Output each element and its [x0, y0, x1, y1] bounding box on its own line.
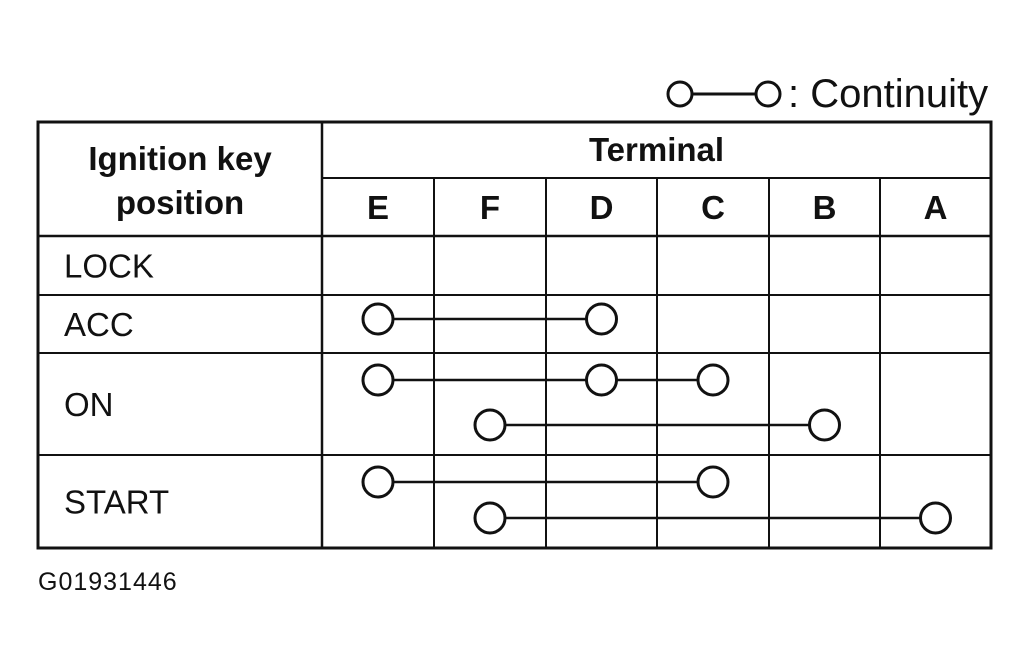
row-label-lock: LOCK — [64, 248, 154, 285]
table-border — [36, 120, 993, 550]
terminal-f-label: F — [480, 189, 500, 226]
legend-label: : Continuity — [788, 71, 989, 116]
row-header-line-2: position — [116, 184, 244, 221]
continuity-node-on-f — [473, 408, 507, 442]
figure-id: G01931446 — [38, 568, 178, 596]
row-label-acc: ACC — [64, 306, 134, 343]
continuity-node-on-b — [808, 408, 841, 442]
row-label-on: ON — [64, 386, 114, 423]
row-header-line-1: Ignition key — [88, 140, 272, 177]
continuity-node-acc-e — [361, 302, 395, 336]
row-label-start: START — [64, 484, 169, 521]
continuity-node-on-c — [696, 363, 730, 397]
continuity-node-start-e — [361, 465, 395, 499]
terminal-e-label: E — [367, 189, 389, 226]
continuity-node-on-d — [585, 363, 618, 397]
continuity-node-on-e — [361, 363, 395, 397]
continuity-node-acc-d — [585, 302, 618, 336]
terminal-header: Terminal — [589, 131, 724, 168]
continuity-legend: : Continuity — [664, 72, 988, 116]
terminal-d-label: D — [590, 189, 614, 226]
continuity-node-start-f — [473, 501, 507, 535]
terminal-b-label: B — [813, 189, 837, 226]
terminal-a-label: A — [924, 189, 948, 226]
terminal-c-label: C — [701, 189, 725, 226]
continuity-symbol-icon — [666, 80, 782, 108]
continuity-node-start-c — [696, 465, 730, 499]
continuity-node-start-a — [919, 501, 952, 535]
